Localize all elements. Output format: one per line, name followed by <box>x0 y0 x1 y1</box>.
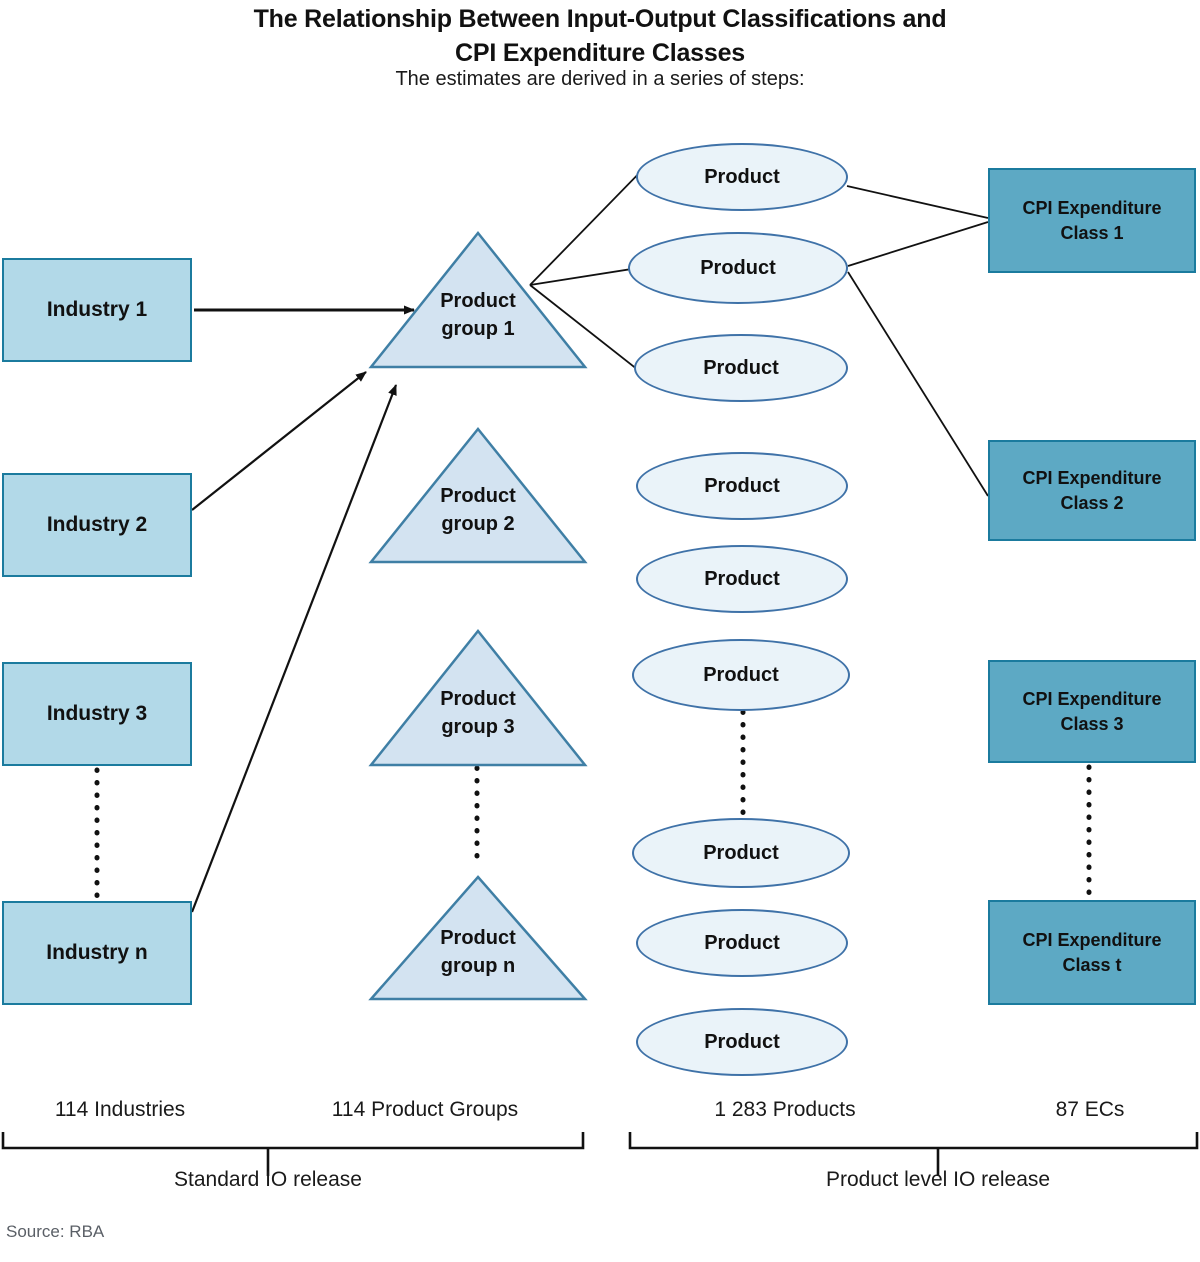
scale-count-ecs: 87 ECs <box>1055 1098 1125 1121</box>
industry-box-n[interactable]: Industry n <box>2 901 192 1005</box>
bracket-standard-io <box>1 1132 585 1150</box>
cpi-class-label-line2: Class t <box>1062 954 1122 975</box>
page-title: The Relationship Between Input-Output Cl… <box>0 2 1200 70</box>
product-label: Product <box>704 165 780 188</box>
product-group-triangle-n[interactable]: Product group n <box>368 874 588 1002</box>
arrow-industryn-to-group1 <box>190 384 398 913</box>
triangle-shape <box>368 628 588 767</box>
product-group-triangle-2[interactable]: Product group 2 <box>368 426 588 565</box>
arrow-industry2-to-group1 <box>191 371 367 511</box>
triangle-shape <box>368 230 588 369</box>
product-group-triangle-1[interactable]: Product group 1 <box>368 230 588 370</box>
industry-label: Industry 3 <box>46 702 148 725</box>
product-ellipse-3[interactable]: Product <box>634 334 848 402</box>
page-title-line-1: The Relationship Between Input-Output Cl… <box>253 5 947 33</box>
cpi-class-label-line1: CPI Expenditure <box>1022 197 1162 218</box>
product-label: Product <box>704 1030 780 1053</box>
link-product2-to-cpi2 <box>847 271 989 497</box>
link-product1-to-cpi1 <box>846 185 989 219</box>
scale-count-product-groups: 114 Product Groups <box>331 1098 519 1121</box>
product-ellipse-1[interactable]: Product <box>636 143 848 211</box>
page-title-line-2: CPI Expenditure Classes <box>455 39 745 67</box>
industry-label: Industry n <box>46 941 148 964</box>
cpi-class-box-1[interactable]: CPI Expenditure Class 1 <box>988 168 1196 273</box>
cpi-class-label-line1: CPI Expenditure <box>1022 467 1162 488</box>
industry-box-3[interactable]: Industry 3 <box>2 662 192 766</box>
product-label: Product <box>703 356 779 379</box>
scale-count-industries: 114 Industries <box>54 1098 186 1121</box>
cpi-class-label-line2: Class 2 <box>1060 492 1124 513</box>
link-product2-to-cpi1 <box>847 221 989 267</box>
product-group-triangle-3[interactable]: Product group 3 <box>368 628 588 768</box>
cpi-class-box-t[interactable]: CPI Expenditure Class t <box>988 900 1196 1005</box>
cpi-class-box-2[interactable]: CPI Expenditure Class 2 <box>988 440 1196 541</box>
product-ellipse-4[interactable]: Product <box>636 452 848 520</box>
scale-count-products: 1 283 Products <box>714 1098 856 1121</box>
triangle-shape <box>368 427 588 564</box>
product-label: Product <box>704 474 780 497</box>
product-ellipse-6[interactable]: Product <box>632 639 850 711</box>
product-label: Product <box>703 841 779 864</box>
product-label: Product <box>704 931 780 954</box>
bracket-label-product-level-io: Product level IO release <box>825 1168 1051 1191</box>
cpi-class-label-line2: Class 1 <box>1060 222 1124 243</box>
industry-box-2[interactable]: Industry 2 <box>2 473 192 577</box>
cpi-class-label-line1: CPI Expenditure <box>1022 688 1162 709</box>
product-ellipse-8[interactable]: Product <box>636 909 848 977</box>
product-label: Product <box>704 567 780 590</box>
industry-label: Industry 1 <box>46 298 148 321</box>
product-label: Product <box>703 663 779 686</box>
product-ellipse-5[interactable]: Product <box>636 545 848 613</box>
industry-label: Industry 2 <box>46 513 148 536</box>
product-ellipse-7[interactable]: Product <box>632 818 850 888</box>
industry-box-1[interactable]: Industry 1 <box>2 258 192 362</box>
cpi-class-box-3[interactable]: CPI Expenditure Class 3 <box>988 660 1196 763</box>
cpi-class-label-line2: Class 3 <box>1060 713 1124 734</box>
product-ellipse-9[interactable]: Product <box>636 1008 848 1076</box>
page-subtitle: The estimates are derived in a series of… <box>395 68 805 90</box>
bracket-product-level-io <box>628 1132 1199 1150</box>
product-label: Product <box>700 256 776 279</box>
bracket-label-standard-io: Standard IO release <box>174 1168 362 1191</box>
source-note: Source: RBA <box>6 1222 105 1241</box>
triangle-shape <box>368 875 588 1001</box>
cpi-class-label-line1: CPI Expenditure <box>1022 929 1162 950</box>
product-ellipse-2[interactable]: Product <box>628 232 848 304</box>
